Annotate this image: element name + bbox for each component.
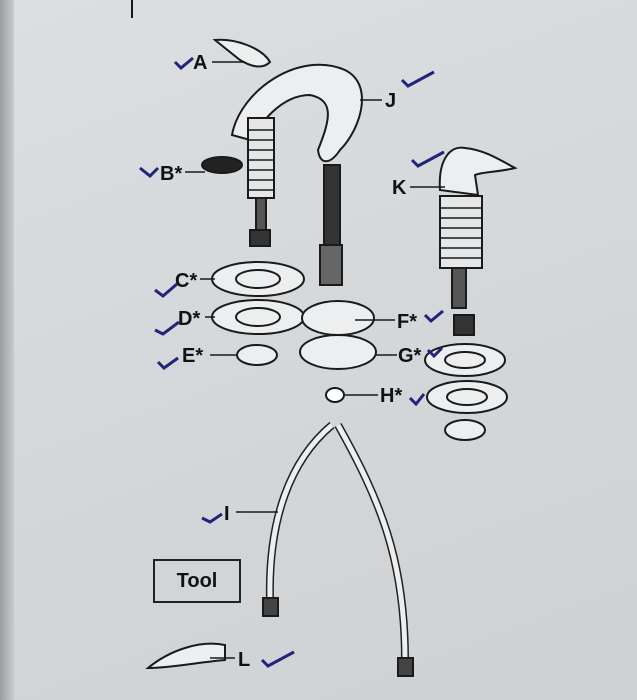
handle-k	[438, 146, 518, 197]
right-valve-body	[439, 195, 483, 269]
label-e: E*	[182, 345, 203, 367]
checkmarks	[139, 56, 445, 668]
label-b: B*	[160, 163, 182, 185]
label-d: D*	[178, 308, 200, 330]
label-k: K	[392, 177, 407, 199]
center-shank	[323, 164, 341, 246]
tool-label-box: Tool	[153, 559, 241, 603]
label-i: I	[224, 503, 230, 525]
handle-a	[212, 38, 272, 68]
label-g: G*	[398, 345, 422, 367]
label-h: H*	[380, 385, 402, 407]
label-c: C*	[175, 270, 197, 292]
page-edge	[0, 0, 14, 700]
left-valve-body	[247, 117, 275, 199]
cap-b	[201, 156, 243, 174]
tool-l	[145, 642, 226, 670]
hose-right	[334, 423, 409, 661]
label-f: F*	[397, 311, 417, 333]
label-j: J	[385, 90, 396, 112]
label-a: A	[193, 52, 207, 74]
spout-j	[230, 63, 363, 163]
label-l: L	[238, 649, 250, 671]
